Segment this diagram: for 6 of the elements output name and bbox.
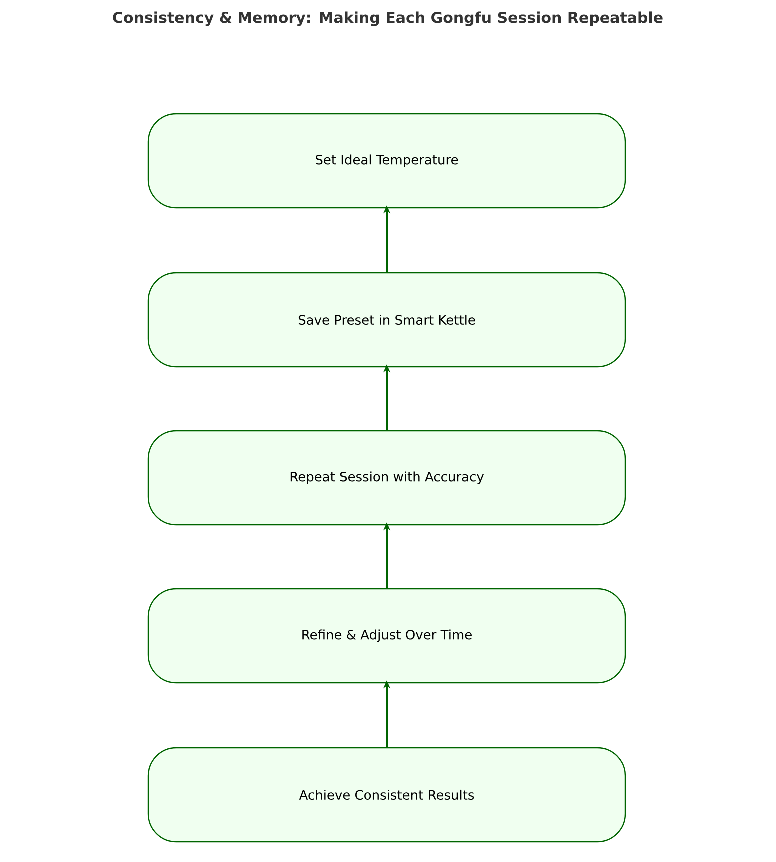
process-box: Save Preset in Smart Kettle (148, 272, 626, 368)
process-box: Achieve Consistent Results (148, 747, 626, 843)
process-box: Repeat Session with Accuracy (148, 430, 626, 526)
process-box: Set Ideal Temperature (148, 113, 626, 209)
title: Consistency & Memory: Making Each Gongfu Session Repeatable (113, 12, 663, 26)
process-box: Refine & Adjust Over Time (148, 588, 626, 684)
